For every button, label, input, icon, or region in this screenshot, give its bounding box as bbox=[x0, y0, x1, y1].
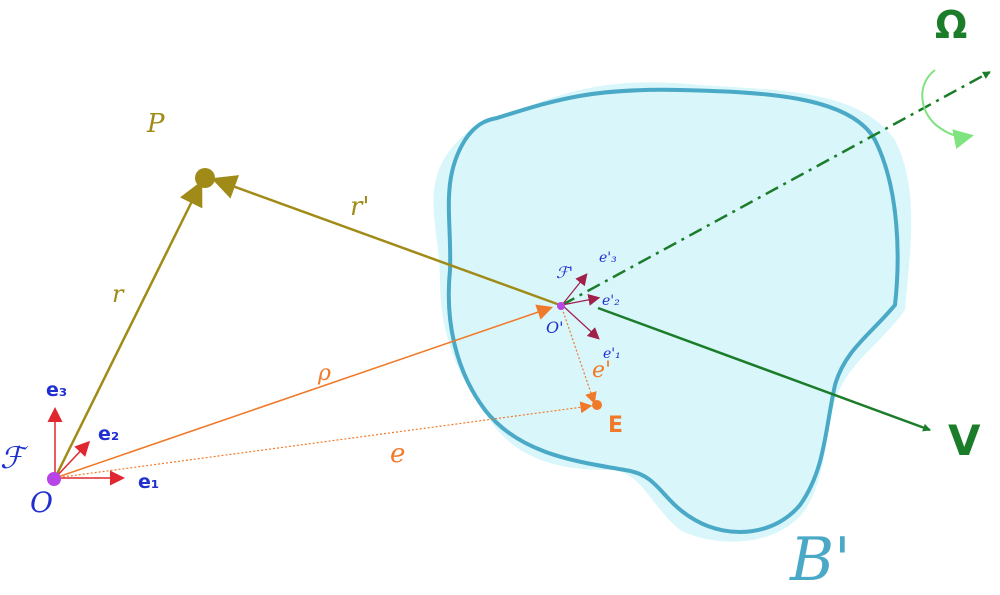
vector-e-prime bbox=[561, 307, 597, 405]
label-velocity: V bbox=[948, 416, 981, 465]
label-e-prime: e' bbox=[592, 358, 611, 383]
omega-axis bbox=[561, 70, 991, 307]
label-e1-prime: e'₁ bbox=[603, 346, 621, 362]
label-r: r bbox=[112, 280, 125, 308]
label-e1: e₁ bbox=[138, 471, 159, 493]
rotation-arrow bbox=[921, 69, 974, 149]
label-body: B' bbox=[789, 525, 851, 595]
label-r-prime: r' bbox=[350, 192, 370, 222]
label-e2: e₂ bbox=[98, 423, 119, 445]
label-e3-prime: e'₃ bbox=[599, 250, 617, 266]
label-rho: ρ bbox=[317, 361, 331, 386]
point-p bbox=[195, 168, 215, 188]
vector-e bbox=[54, 401, 593, 479]
label-frame-f-prime: ℱ' bbox=[556, 263, 573, 282]
label-e: e bbox=[390, 439, 405, 469]
basis-e2 bbox=[54, 440, 91, 479]
basis-e2-prime bbox=[561, 293, 601, 306]
label-e3: e₃ bbox=[46, 379, 67, 401]
basis-e3-prime bbox=[561, 273, 588, 306]
label-point-e: E bbox=[608, 413, 623, 438]
vector-r-prime bbox=[211, 175, 561, 307]
basis-e1-prime bbox=[561, 304, 600, 340]
vector-r bbox=[53, 180, 203, 479]
label-o: O bbox=[30, 486, 53, 519]
rigid-body-outline bbox=[446, 87, 900, 534]
point-e bbox=[592, 400, 602, 410]
velocity-vector bbox=[597, 306, 931, 432]
label-p: P bbox=[146, 109, 165, 139]
vector-rho bbox=[54, 304, 554, 479]
body-fill-halo bbox=[433, 82, 912, 542]
label-omega: Ω bbox=[935, 3, 967, 47]
label-e2-prime: e'₂ bbox=[602, 293, 620, 309]
label-frame-f: ℱ bbox=[0, 441, 29, 476]
label-o-prime: O' bbox=[546, 318, 564, 337]
origin-o bbox=[47, 472, 61, 486]
origin-o-prime bbox=[557, 302, 565, 310]
